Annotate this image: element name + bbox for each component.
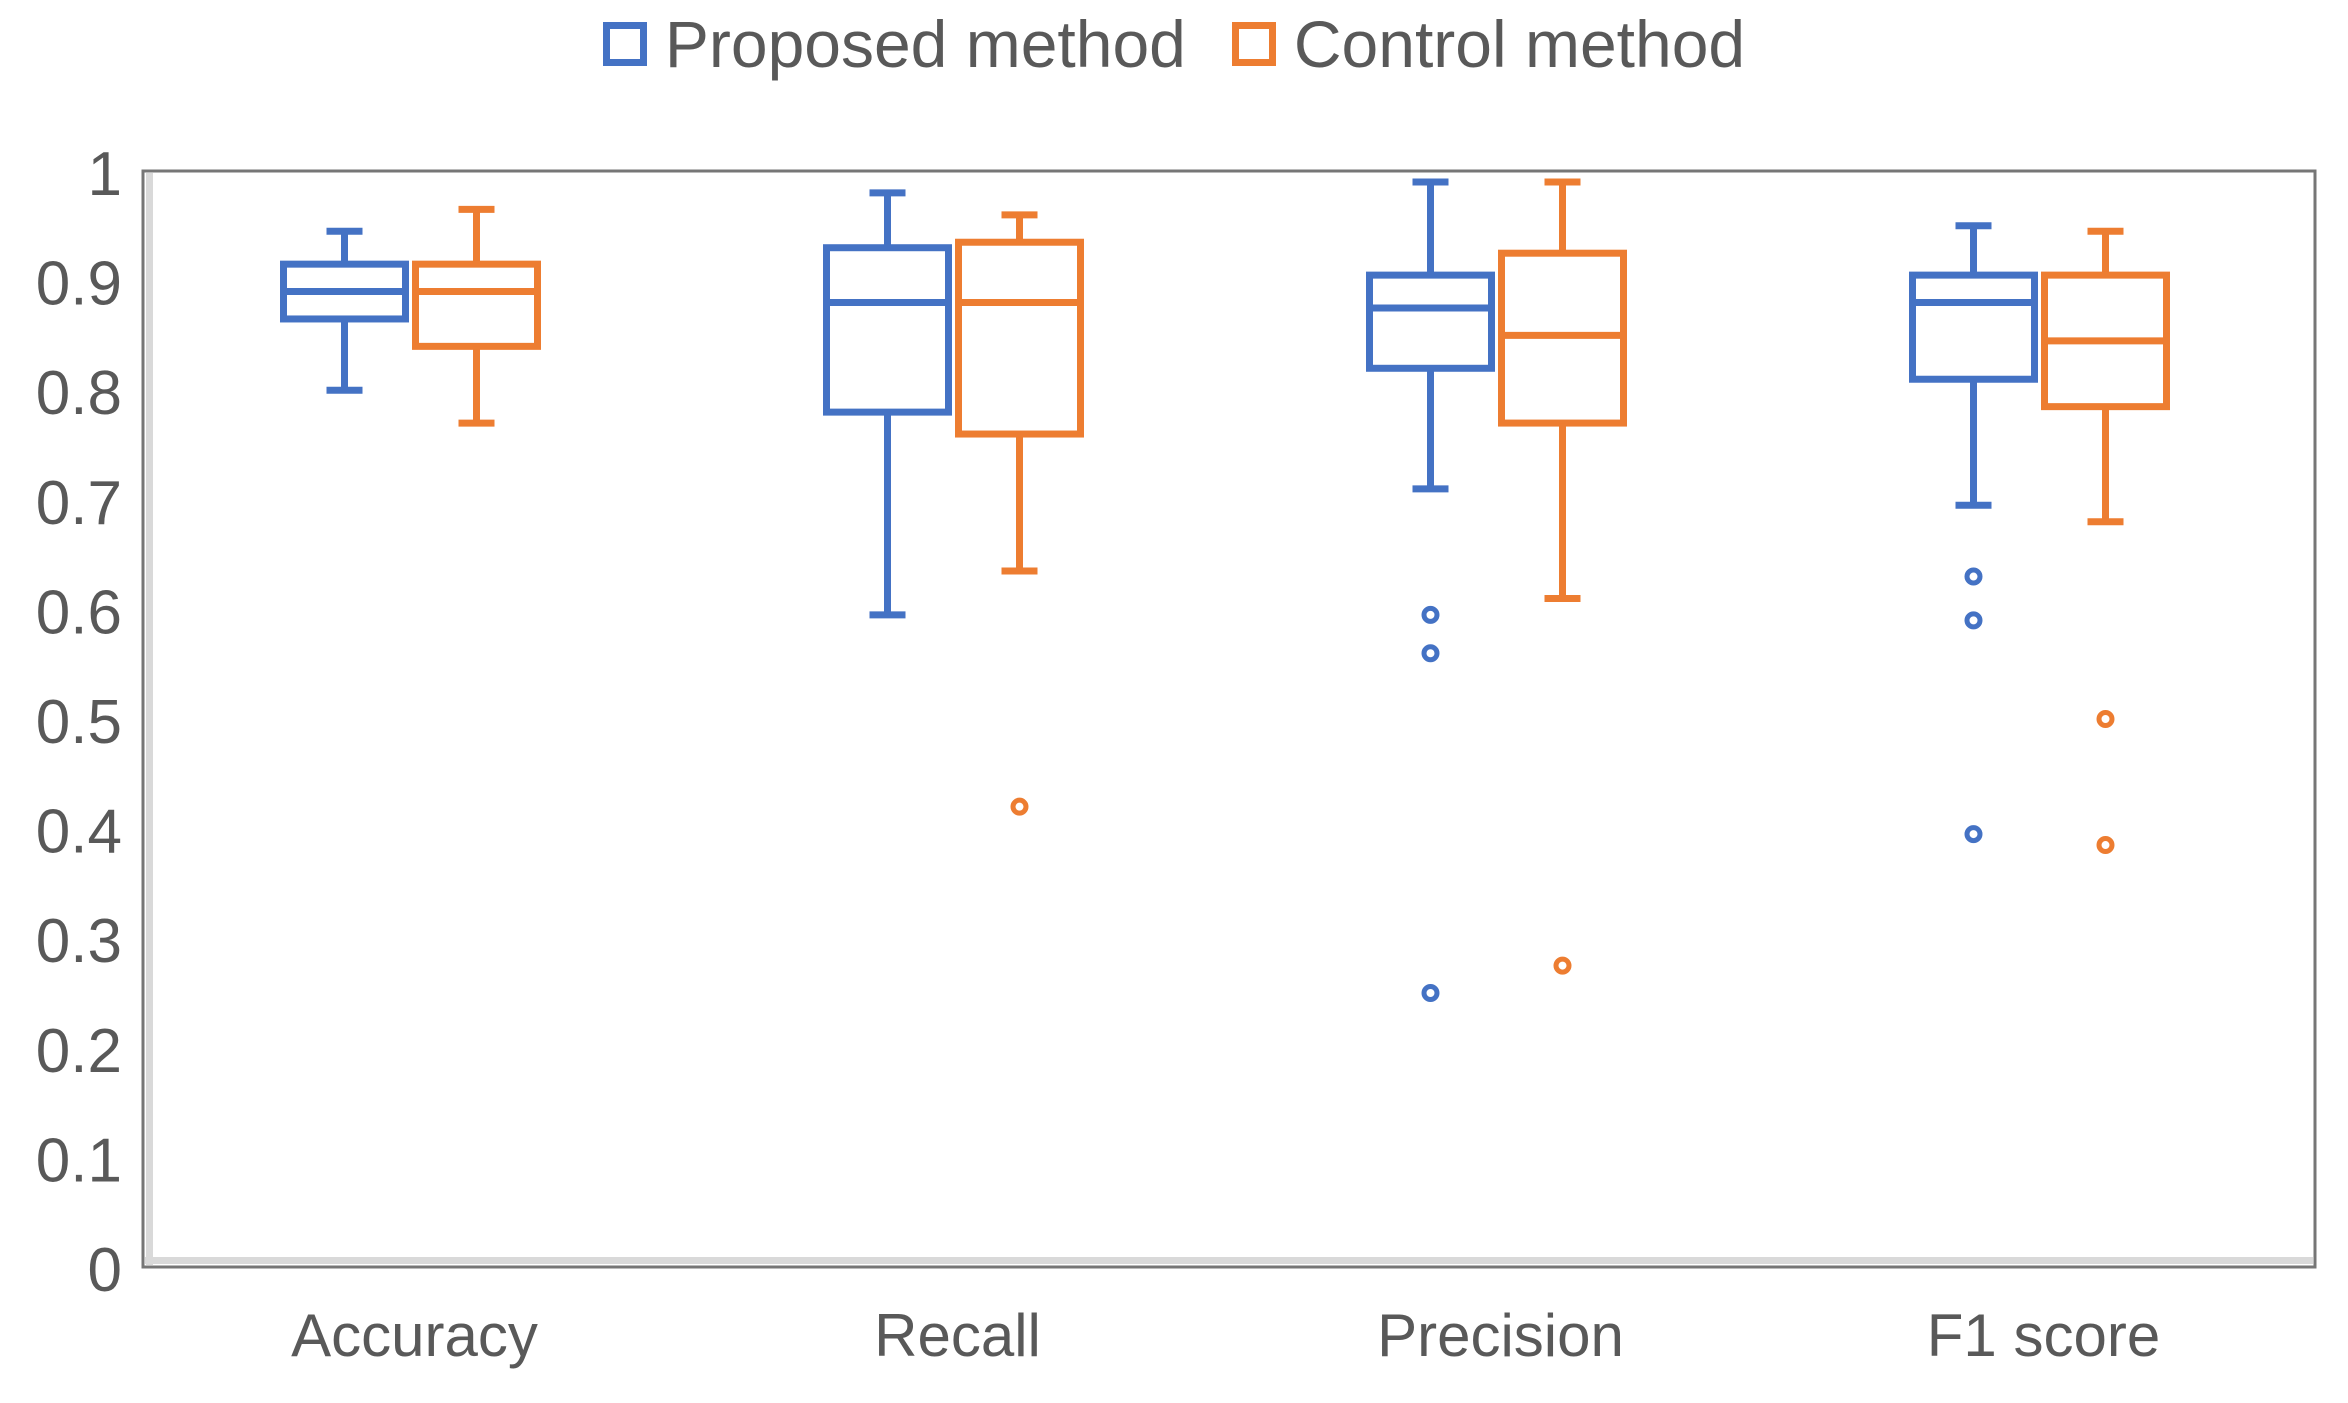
box-proposed-method-accuracy bbox=[280, 227, 409, 394]
chart-legend: Proposed method Control method bbox=[0, 8, 2348, 81]
y-tick-label-0-5: 0.5 bbox=[36, 688, 122, 757]
y-tick-label-0-9: 0.9 bbox=[36, 250, 122, 319]
plot-border bbox=[141, 169, 2317, 1269]
legend-item-proposed-method: Proposed method bbox=[602, 7, 1186, 81]
proposed-method-marker-icon bbox=[602, 22, 647, 67]
y-tick-label-0-6: 0.6 bbox=[36, 578, 122, 647]
iqr-box bbox=[1366, 271, 1495, 372]
y-tick-label-0-8: 0.8 bbox=[36, 359, 122, 428]
y-tick-label-0-2: 0.2 bbox=[36, 1017, 122, 1086]
y-tick-label-0-1: 0.1 bbox=[36, 1126, 122, 1195]
y-tick-label-1: 1 bbox=[88, 140, 122, 209]
iqr-box bbox=[1909, 271, 2038, 383]
outlier-point bbox=[1964, 611, 1983, 630]
outlier-point bbox=[1010, 797, 1029, 816]
outlier-point bbox=[1964, 825, 1983, 844]
x-axis-line bbox=[145, 1257, 2313, 1264]
y-tick-label-0-4: 0.4 bbox=[36, 798, 122, 867]
legend-label-control-method: Control method bbox=[1293, 7, 1746, 81]
legend-item-control-method: Control method bbox=[1231, 7, 1746, 81]
box-proposed-method-f1-score bbox=[1909, 222, 2038, 844]
outlier-point bbox=[2096, 710, 2115, 728]
y-tick-label-0-3: 0.3 bbox=[36, 907, 122, 976]
x-category-label-accuracy: Accuracy bbox=[291, 1302, 538, 1369]
control-method-marker-icon bbox=[1231, 22, 1276, 67]
iqr-box bbox=[823, 244, 952, 416]
outlier-point bbox=[1421, 644, 1440, 663]
outlier-point bbox=[1964, 567, 1983, 586]
outlier-point bbox=[1421, 984, 1440, 1002]
box-control-method-accuracy bbox=[412, 205, 541, 427]
box-control-method-recall bbox=[955, 211, 1084, 816]
x-category-label-recall: Recall bbox=[874, 1302, 1041, 1369]
y-tick-label-0: 0 bbox=[88, 1236, 122, 1305]
iqr-box bbox=[955, 238, 1084, 438]
outlier-point bbox=[1421, 605, 1440, 624]
outlier-point bbox=[2096, 836, 2115, 855]
x-category-label-precision: Precision bbox=[1377, 1302, 1624, 1369]
box-proposed-method-precision bbox=[1366, 178, 1495, 1002]
y-axis-line bbox=[146, 173, 153, 1265]
box-control-method-f1-score bbox=[2041, 227, 2170, 855]
box-control-method-precision bbox=[1498, 178, 1627, 975]
x-category-label-f1-score: F1 score bbox=[1927, 1302, 2160, 1369]
outlier-point bbox=[1553, 956, 1572, 975]
iqr-box bbox=[412, 260, 541, 350]
y-tick-label-0-7: 0.7 bbox=[36, 469, 122, 538]
legend-label-proposed-method: Proposed method bbox=[664, 7, 1186, 81]
box-proposed-method-recall bbox=[823, 189, 952, 619]
